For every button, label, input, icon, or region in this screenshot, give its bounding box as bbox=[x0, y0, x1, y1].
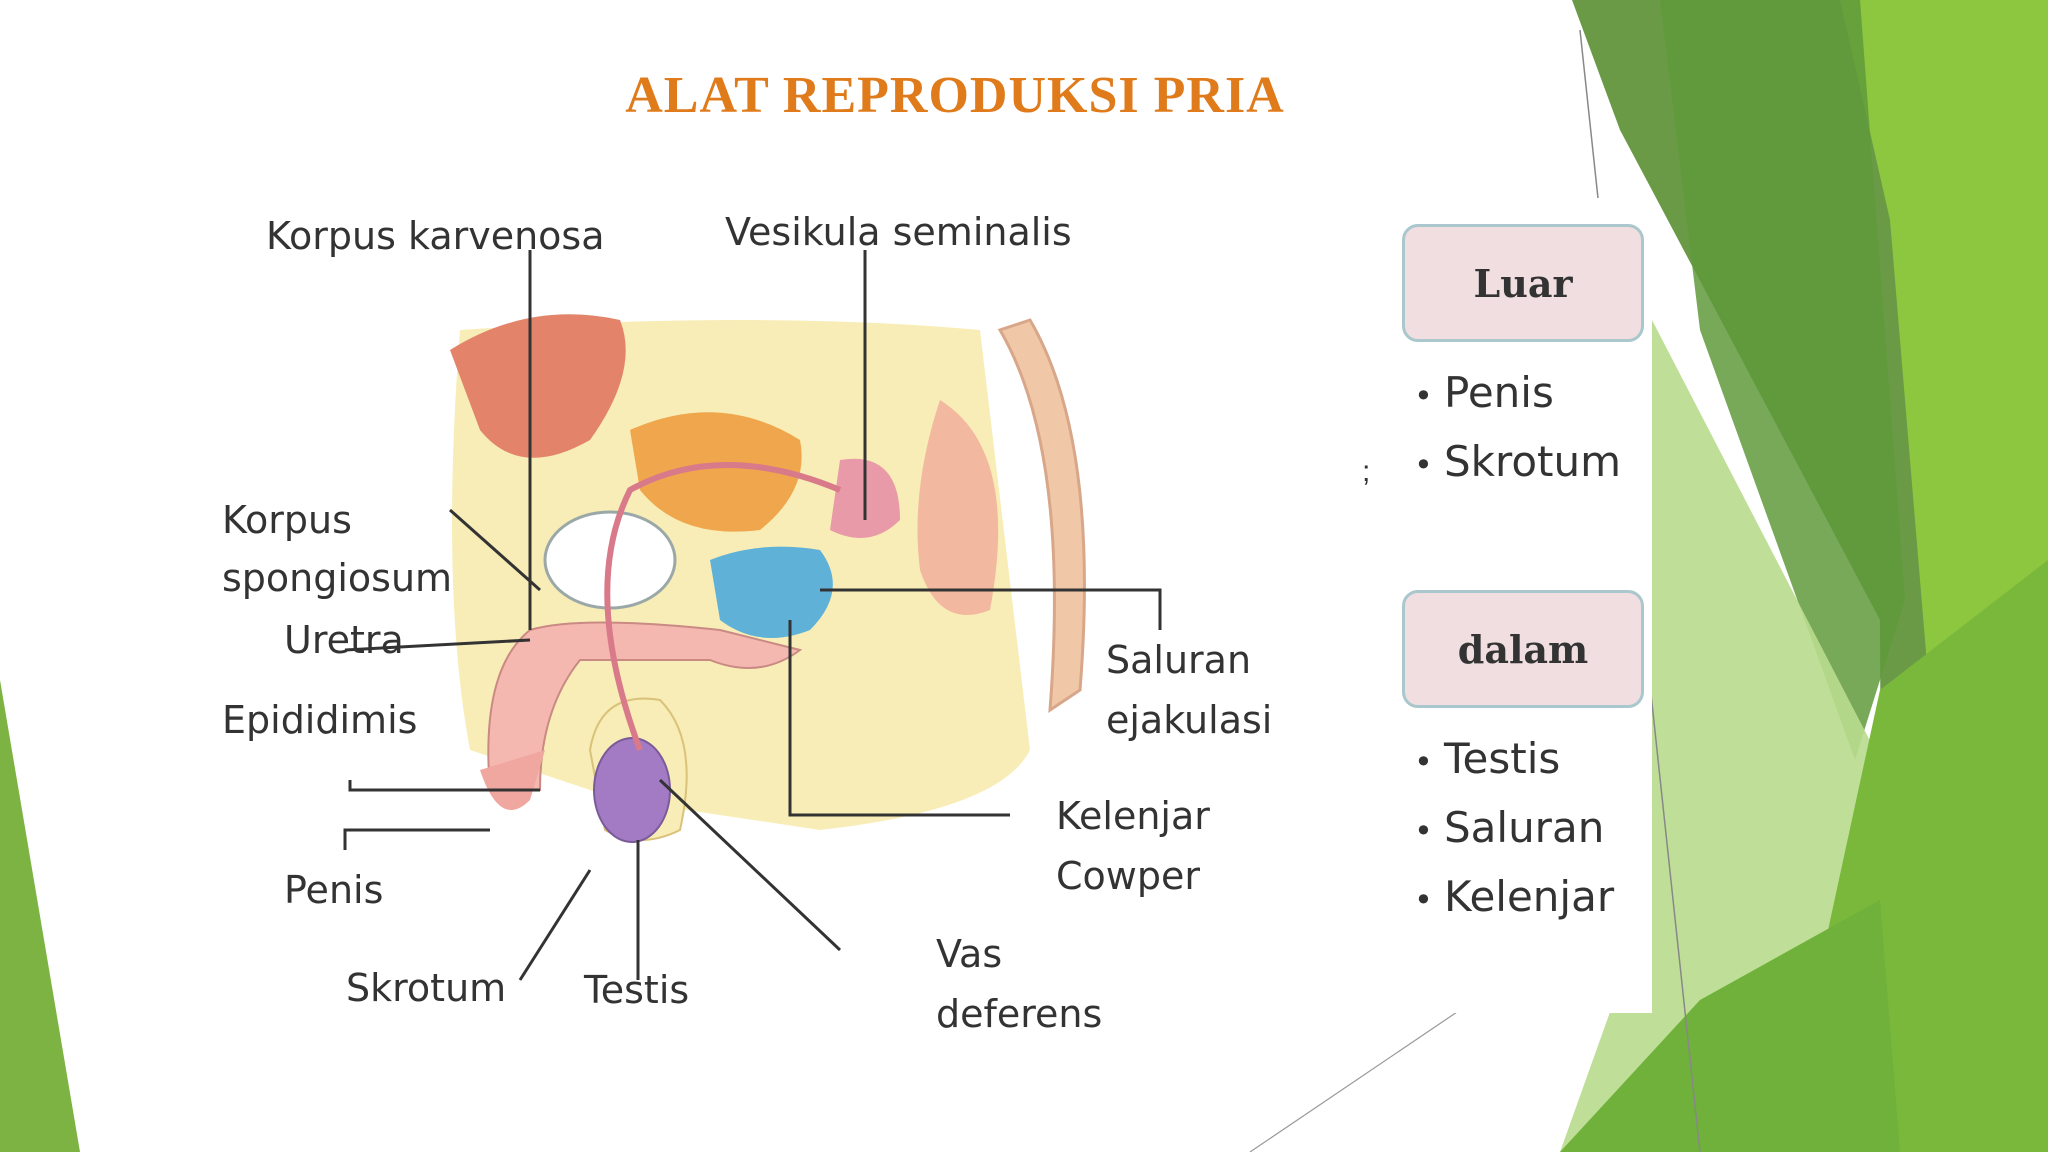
label-testis: Testis bbox=[584, 968, 690, 1012]
dalam-list: Testis Saluran Kelenjar bbox=[1414, 726, 1614, 933]
dalam-heading: dalam bbox=[1402, 590, 1644, 708]
reproductive-diagram: Korpus karvenosa Vesikula seminalis Korp… bbox=[200, 190, 1350, 1090]
list-item: Kelenjar bbox=[1414, 864, 1614, 933]
label-vas: Vas bbox=[936, 932, 1003, 976]
label-saluran: Saluran bbox=[1106, 638, 1252, 682]
label-cowper: Cowper bbox=[1056, 854, 1200, 898]
list-item: Testis bbox=[1414, 726, 1614, 795]
label-skrotum: Skrotum bbox=[346, 966, 507, 1010]
luar-heading: Luar bbox=[1402, 224, 1644, 342]
right-mid-green-band bbox=[1660, 0, 1905, 760]
anatomy-illustration bbox=[343, 250, 1162, 981]
label-vesikula-seminalis: Vesikula seminalis bbox=[725, 210, 1072, 254]
label-spongiosum: spongiosum bbox=[222, 556, 453, 600]
label-penis: Penis bbox=[284, 868, 384, 912]
testis bbox=[593, 737, 671, 843]
bladder-inner bbox=[630, 412, 802, 532]
slide-title: ALAT REPRODUKSI PRIA bbox=[625, 67, 1285, 124]
luar-list: Penis Skrotum bbox=[1414, 360, 1621, 498]
thin-line-2 bbox=[1249, 1009, 1461, 1152]
prostate bbox=[710, 546, 833, 638]
label-kelenjar: Kelenjar bbox=[1056, 794, 1210, 838]
vas-deferens bbox=[604, 462, 842, 752]
bottom-right-green-shape bbox=[1560, 900, 1900, 1152]
rectum bbox=[917, 400, 999, 615]
list-item: Penis bbox=[1414, 360, 1621, 429]
list-item: Saluran bbox=[1414, 795, 1614, 864]
label-epididimis: Epididimis bbox=[222, 698, 418, 742]
label-uretra: Uretra bbox=[284, 618, 404, 662]
classification-panel: Luar Penis Skrotum dalam Testis Saluran … bbox=[1374, 198, 1652, 1013]
label-korpus: Korpus bbox=[222, 498, 352, 542]
list-item: Skrotum bbox=[1414, 429, 1621, 498]
left-green-shape bbox=[0, 680, 80, 1152]
glans bbox=[480, 750, 545, 810]
bladder bbox=[450, 314, 626, 458]
label-deferens: deferens bbox=[936, 992, 1103, 1036]
label-korpus-karvenosa: Korpus karvenosa bbox=[266, 214, 605, 258]
stray-mark: ; bbox=[1362, 455, 1371, 488]
penis-shaft bbox=[487, 621, 803, 791]
vertebrae bbox=[997, 318, 1086, 713]
label-ejakulasi: ejakulasi bbox=[1106, 698, 1273, 742]
